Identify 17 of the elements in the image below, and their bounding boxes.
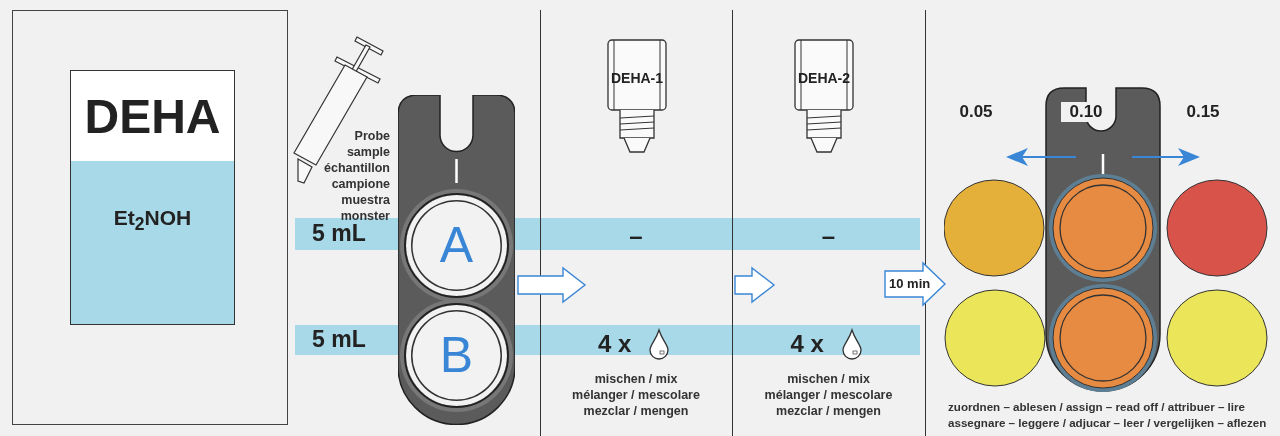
step-arrow bbox=[734, 266, 776, 304]
cuvette-letter: B bbox=[438, 326, 475, 385]
cuvette-letter: A bbox=[438, 216, 475, 275]
formula-label: Et$_{2}$NOH bbox=[112, 206, 193, 236]
volume-label: 5 mL bbox=[312, 326, 366, 353]
dash-mark: – bbox=[628, 222, 644, 250]
bottle-label: DEHA-1 bbox=[609, 70, 665, 86]
step-arrow bbox=[517, 266, 587, 304]
drop-count: 4 x bbox=[790, 330, 824, 358]
instruction-text: zuordnen – ablesen / assign – read off / attribuer – lire assegnare – leggere / adjucar – leer / vergelijken – aflezen bbox=[948, 399, 1268, 431]
instruction-text: mischen / mix mélanger / mescolare mezclar / mengen bbox=[763, 371, 894, 419]
dash-mark: – bbox=[820, 222, 837, 250]
instruction-text: mischen / mix mélanger / mescolare mezclar / mengen bbox=[571, 371, 701, 419]
reagent-card bbox=[70, 70, 235, 325]
drop-count: 4 x bbox=[598, 330, 632, 358]
bottle-label: DEHA-2 bbox=[796, 70, 852, 86]
card-title: DEHA bbox=[83, 89, 222, 144]
